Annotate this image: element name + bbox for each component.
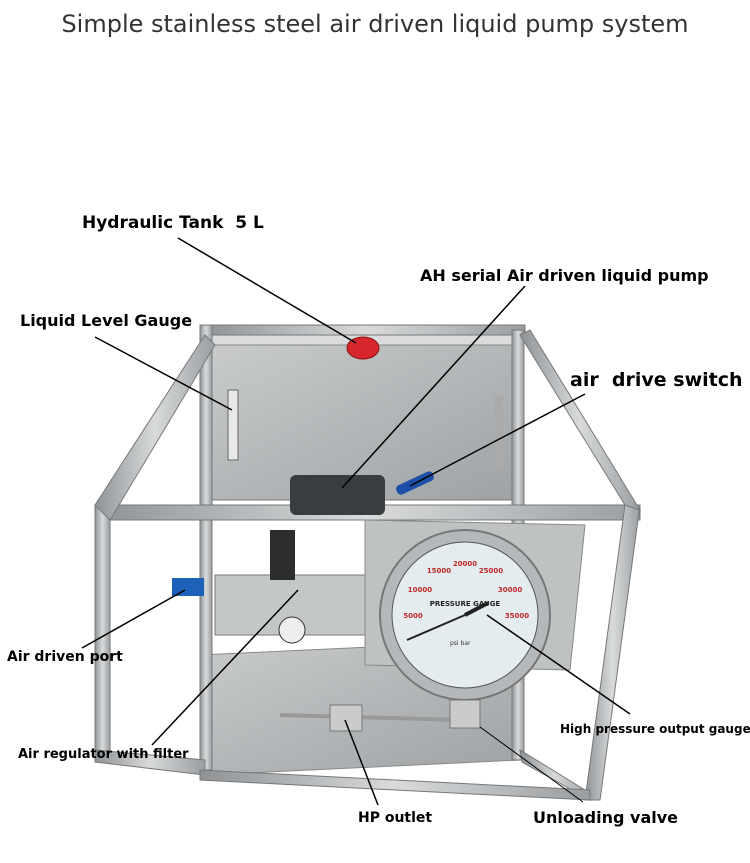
label-regulator: Air regulator with filter — [18, 747, 189, 762]
label-level-gauge: Liquid Level Gauge — [20, 311, 193, 330]
leader-regulator — [151, 589, 299, 746]
leader-level-gauge — [94, 336, 233, 411]
label-pump: AH serial Air driven liquid pump — [420, 266, 709, 285]
gauge-tick-label: 5000 — [403, 612, 423, 620]
gauge-needle — [406, 614, 466, 641]
pump-body — [290, 475, 385, 515]
level-gauge — [227, 389, 239, 461]
leader-hp-outlet — [344, 719, 379, 806]
figure-title: Simple stainless steel air driven liquid… — [61, 10, 689, 38]
leader-hp-gauge — [486, 614, 631, 715]
hp-outlet-block — [329, 704, 363, 732]
leader-air-switch — [409, 393, 586, 487]
gauge-units: psi bar — [450, 640, 471, 647]
label-hp-gauge: High pressure output gauge — [560, 722, 750, 736]
label-unloading-valve: Unloading valve — [533, 808, 678, 827]
gauge-tick-label: 25000 — [479, 567, 503, 575]
gauge-needle-tail — [464, 601, 489, 617]
gauge-tick-label: 10000 — [408, 586, 432, 594]
label-air-port: Air driven port — [7, 649, 123, 665]
tank-side-tube — [495, 395, 503, 470]
air-port — [172, 578, 204, 596]
label-hp-outlet: HP outlet — [358, 810, 433, 826]
gauge-tick-label: 20000 — [453, 560, 477, 568]
leader-unloading-valve — [479, 726, 584, 803]
gauge-tick-label: 30000 — [498, 586, 522, 594]
label-hydraulic-tank: Hydraulic Tank 5 L — [82, 213, 264, 233]
label-air-switch: air drive switch — [570, 369, 743, 391]
leader-pump — [341, 285, 526, 489]
gauge-heading: PRESSURE GAUGE — [430, 600, 501, 608]
unloading-valve-block — [449, 699, 481, 729]
hp-tube — [279, 713, 461, 722]
leader-hydraulic-tank — [177, 237, 357, 344]
gauge-tick-label: 35000 — [505, 612, 529, 620]
leader-air-port — [81, 589, 186, 649]
small-gauge — [278, 616, 306, 644]
leader-lines — [81, 237, 631, 806]
regulator-knob — [270, 530, 295, 580]
gauge-tick-label: 15000 — [427, 567, 451, 575]
